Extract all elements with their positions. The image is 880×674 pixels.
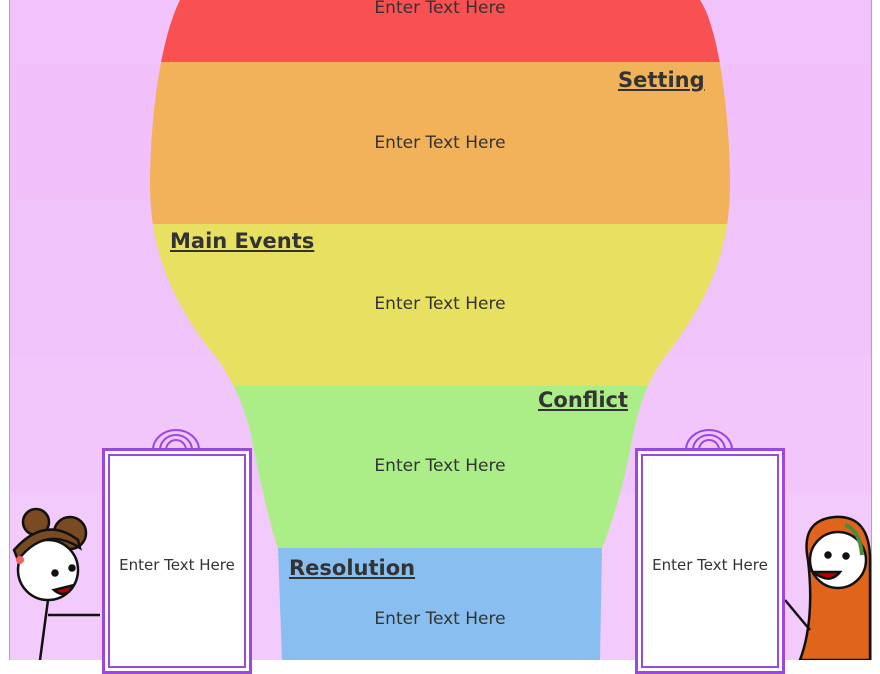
resolution-text[interactable]: Enter Text Here [374,609,506,629]
band-main-events [150,224,730,387]
setting-label: Setting [618,68,705,92]
main-events-text[interactable]: Enter Text Here [374,294,506,314]
right-frame: Enter Text Here [635,448,785,674]
frame-hanger-left [152,429,200,451]
girl-right-illustration [784,515,872,660]
left-frame: Enter Text Here [102,448,252,674]
conflict-label: Conflict [538,388,629,412]
top-text[interactable]: Enter Text Here [374,0,506,18]
girl-left-illustration [12,507,100,660]
band-setting [150,62,730,225]
band-top [150,0,730,63]
resolution-label: Resolution [289,556,416,580]
left-frame-text[interactable]: Enter Text Here [119,556,235,574]
frame-hanger-right [685,429,733,451]
conflict-text[interactable]: Enter Text Here [374,456,506,476]
main-events-label: Main Events [170,229,315,253]
right-frame-text[interactable]: Enter Text Here [652,556,768,574]
setting-text[interactable]: Enter Text Here [374,133,506,153]
